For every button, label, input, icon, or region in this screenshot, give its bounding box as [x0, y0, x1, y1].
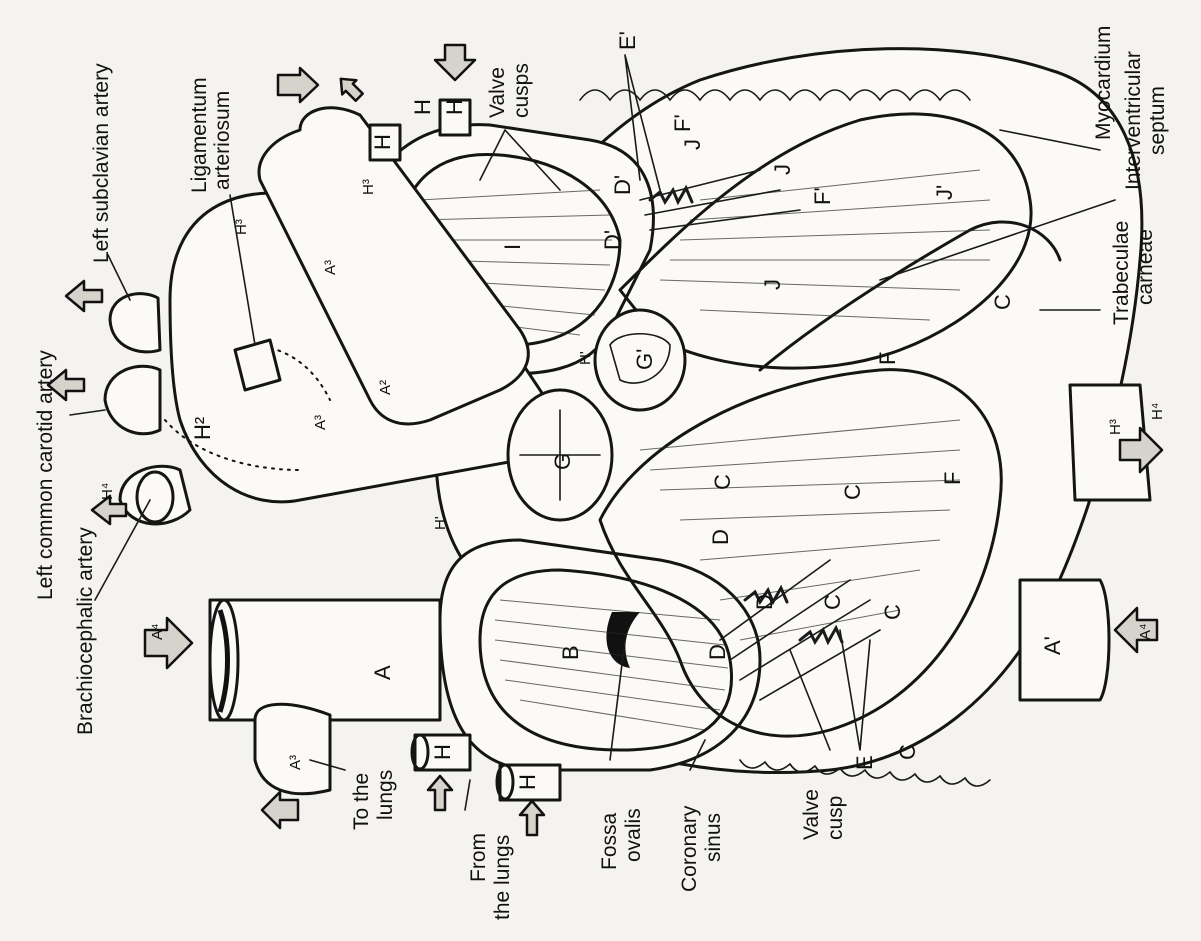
- label-left-subclavian-artery: Left subclavian artery: [90, 63, 113, 263]
- brachiocephalic-branch: [120, 466, 190, 524]
- ligamentum-arteriosum: [235, 340, 280, 390]
- marker-D-3: D: [705, 644, 730, 660]
- label-valve-cusps-1: Valve: [486, 67, 509, 118]
- label-the-lungs: the lungs: [491, 835, 514, 920]
- marker-J1: J': [932, 185, 957, 200]
- marker-F1-2: F': [810, 187, 835, 205]
- marker-A3-mid: A³: [312, 415, 329, 430]
- marker-H2: H²: [190, 417, 215, 440]
- arrow-to-lungs: [262, 792, 298, 828]
- marker-A4-right: A⁴: [1137, 624, 1154, 640]
- marker-F-2: F: [940, 472, 965, 485]
- label-septum: septum: [1146, 86, 1169, 155]
- label-ligamentum: Ligamentum: [188, 77, 211, 193]
- arrow-top-2: [334, 72, 367, 105]
- marker-C-5: C: [895, 744, 920, 760]
- left-common-carotid-branch: [105, 366, 160, 434]
- label-valve-cusps-2: cusps: [510, 63, 533, 118]
- label-to-the: To the: [350, 773, 373, 830]
- label-lungs: lungs: [374, 770, 397, 820]
- marker-A3-top: A³: [322, 260, 339, 275]
- marker-H-top3: H: [370, 134, 395, 150]
- leader-carotid: [70, 410, 105, 415]
- leader-from-lungs: [465, 780, 470, 810]
- marker-H1-mid: H': [432, 516, 449, 530]
- marker-A: A: [370, 665, 395, 680]
- label-valve-cusp-2: cusp: [824, 796, 847, 840]
- label-carneae: carneae: [1134, 229, 1157, 305]
- marker-H4-right: H⁴: [1149, 403, 1166, 420]
- label-sinus: sinus: [702, 813, 725, 862]
- label-trabeculae: Trabeculae: [1110, 221, 1133, 325]
- left-subclavian-branch: [110, 294, 160, 352]
- marker-F1-1: F': [670, 114, 695, 132]
- marker-H3-right: H³: [1107, 419, 1124, 435]
- marker-E1: E': [615, 31, 640, 50]
- marker-H1-pulm: H': [577, 351, 594, 365]
- marker-B: B: [558, 645, 583, 660]
- superior-vena-cava: [210, 600, 440, 720]
- marker-D-1: D: [708, 529, 733, 545]
- marker-H4-left: H⁴: [99, 483, 116, 500]
- marker-G1: G': [632, 349, 657, 370]
- marker-A2: A²: [377, 380, 394, 395]
- label-ovalis: ovalis: [622, 808, 645, 862]
- marker-H-top2: H: [442, 99, 467, 115]
- marker-H3-lig: H³: [233, 219, 250, 235]
- marker-D1-2: D': [610, 175, 635, 195]
- marker-D-2: D: [752, 594, 777, 610]
- marker-G: G: [550, 453, 575, 470]
- marker-J-1: J: [760, 279, 785, 290]
- marker-J-2: J: [770, 164, 795, 175]
- label-myocardium: Myocardium: [1092, 26, 1115, 140]
- marker-D1-1: D': [600, 230, 625, 250]
- label-left-common-carotid-artery: Left common carotid artery: [34, 350, 57, 600]
- label-interventricular: Interventricular: [1122, 51, 1145, 190]
- marker-H-left2: H: [515, 774, 540, 790]
- arrow-subclavian: [66, 281, 102, 311]
- marker-C-1: C: [710, 474, 735, 490]
- arrow-from-lungs-2: [520, 801, 544, 835]
- label-fossa: Fossa: [598, 812, 621, 870]
- marker-C1: C: [990, 294, 1015, 310]
- arrow-from-lungs-1: [428, 776, 452, 810]
- marker-E: E: [852, 755, 877, 770]
- marker-I: I: [500, 244, 525, 250]
- marker-J-3: J: [680, 139, 705, 150]
- label-brachiocephalic-artery: Brachiocephalic artery: [74, 527, 97, 735]
- marker-C-4: C: [880, 604, 905, 620]
- marker-A1: A': [1040, 636, 1065, 655]
- marker-F-1: F: [875, 352, 900, 365]
- pulmonary-artery-left: [255, 704, 330, 793]
- label-valve-cusp-1: Valve: [800, 789, 823, 840]
- marker-A3-left: A³: [287, 755, 304, 770]
- marker-C-3: C: [820, 594, 845, 610]
- marker-H3-top: H³: [360, 179, 377, 195]
- label-from: From: [467, 833, 490, 882]
- marker-C-2: C: [840, 484, 865, 500]
- marker-H-left1: H: [430, 744, 455, 760]
- arrow-down-top-left-1: [278, 68, 318, 102]
- label-coronary: Coronary: [678, 805, 701, 892]
- label-arteriosum: arteriosum: [211, 91, 234, 190]
- arrow-top-3: [435, 45, 475, 80]
- marker-H-top: H: [410, 99, 435, 115]
- marker-A4-left: A⁴: [149, 624, 166, 640]
